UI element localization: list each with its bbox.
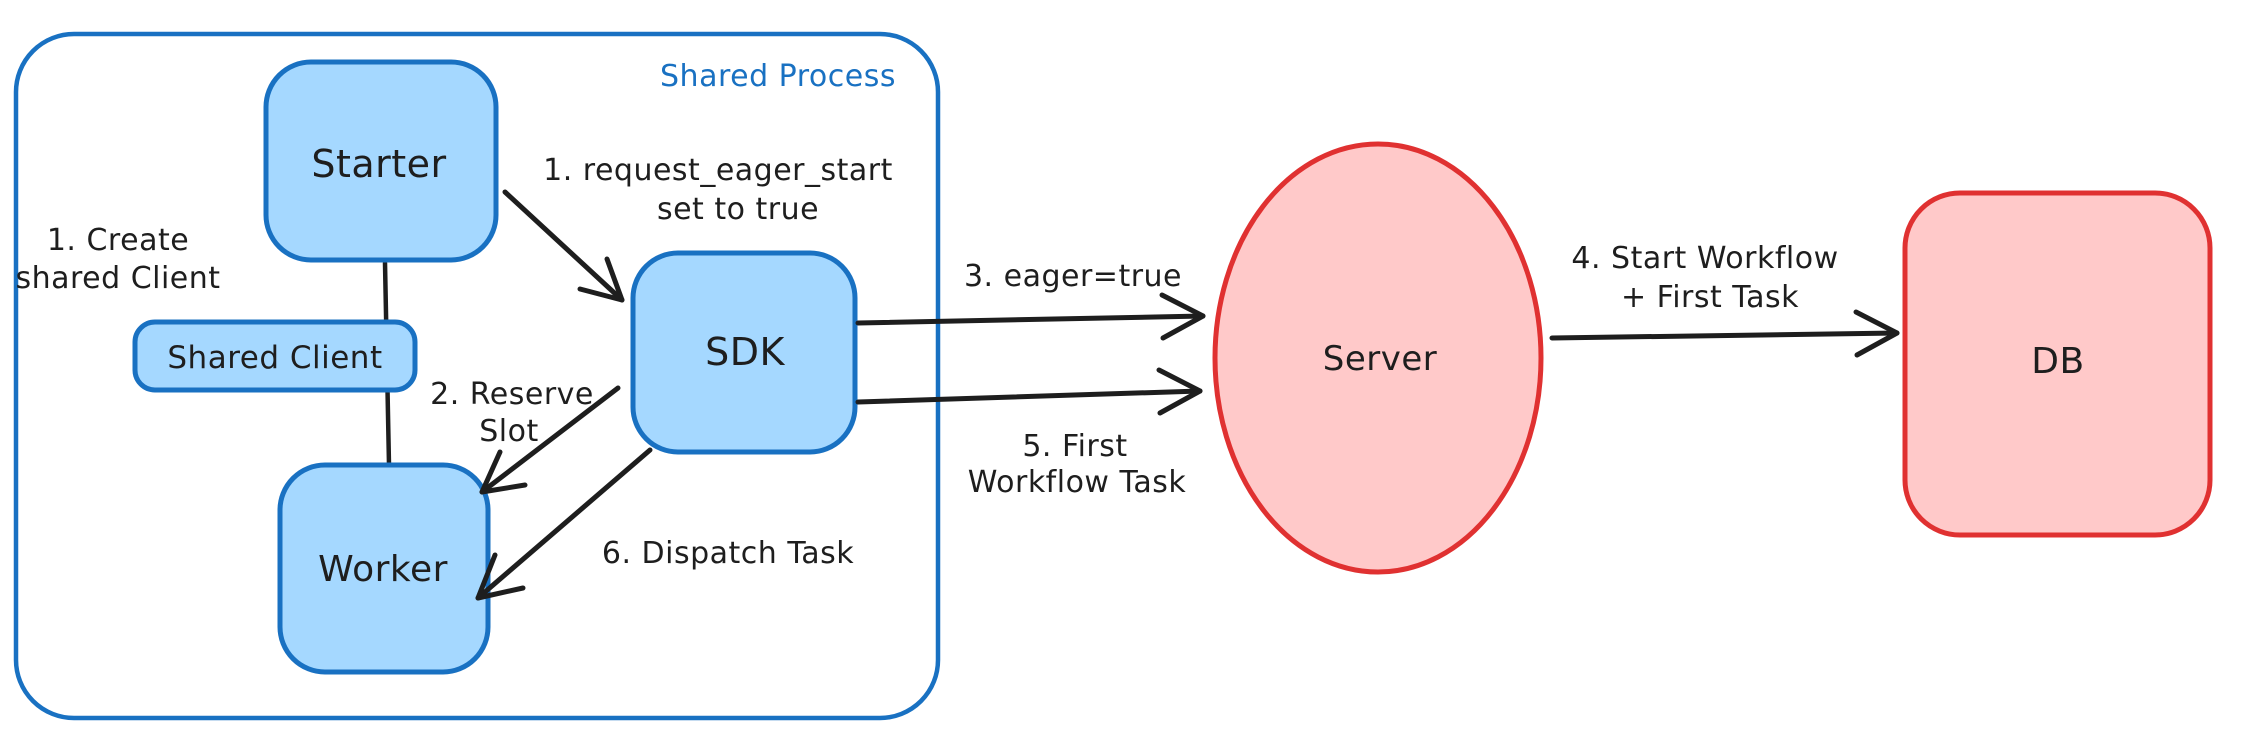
arrow-shaft xyxy=(502,189,625,303)
arrow-shaft xyxy=(855,388,1203,405)
annotation-start-workflow: 4. Start Workflow + First Task xyxy=(1571,241,1838,315)
arrow-head xyxy=(1156,367,1203,416)
arrow-head xyxy=(475,552,526,601)
annotation-eager-true: 3. eager=true xyxy=(964,259,1182,294)
starter-label: Starter xyxy=(311,142,446,186)
db-label: DB xyxy=(2031,341,2084,382)
server-label: Server xyxy=(1323,339,1438,379)
annotation-line: shared Client xyxy=(15,261,220,296)
annotation-line: 1. Create xyxy=(47,223,189,258)
arrow-shaft xyxy=(1549,330,1900,341)
arrow-server-to-db xyxy=(1549,309,1900,358)
arrow-starter-to-sdk xyxy=(502,189,625,303)
arrow-shaft xyxy=(479,385,621,495)
annotation-line: 1. request_eager_start xyxy=(543,153,893,188)
annotation-line: 3. eager=true xyxy=(964,259,1182,294)
annotation-reserve-slot: 2. Reserve Slot xyxy=(430,377,594,449)
arrow-sdk-to-server-eager xyxy=(855,292,1206,341)
annotation-line: set to true xyxy=(657,192,819,227)
sdk-label: SDK xyxy=(705,330,785,374)
arrow-sdk-to-server-first-task xyxy=(855,367,1203,416)
arrow-head xyxy=(479,449,528,495)
annotation-line: Workflow Task xyxy=(968,465,1187,500)
arrow-head xyxy=(1159,292,1206,341)
shared-client-label: Shared Client xyxy=(167,340,382,376)
annotation-line: + First Task xyxy=(1621,280,1799,315)
arrow-sdk-to-worker-reserve xyxy=(479,385,621,495)
annotation-first-workflow-task: 5. First Workflow Task xyxy=(968,429,1187,500)
annotation-line: 5. First xyxy=(1022,429,1127,464)
annotation-dispatch-task: 6. Dispatch Task xyxy=(602,536,854,571)
shared-client-node xyxy=(132,319,418,393)
db-node xyxy=(1902,190,2213,538)
annotation-line: Slot xyxy=(479,414,539,449)
annotation-line: 6. Dispatch Task xyxy=(602,536,854,571)
sdk-node xyxy=(630,250,858,455)
arrow-shaft xyxy=(475,447,653,601)
starter-node xyxy=(263,59,499,263)
shared-process-label: Shared Process xyxy=(660,59,896,94)
shared-process-frame xyxy=(13,31,941,721)
annotation-line: 4. Start Workflow xyxy=(1571,241,1838,276)
arrow-head xyxy=(577,256,625,303)
annotation-request-eager-start: 1. request_eager_start set to true xyxy=(543,153,893,227)
arrow-head xyxy=(1853,309,1900,358)
arrow-sdk-to-worker-dispatch xyxy=(475,447,653,601)
annotation-line: 2. Reserve xyxy=(430,377,594,412)
server-node xyxy=(1212,141,1544,575)
annotation-create-shared-client: 1. Create shared Client xyxy=(15,223,220,296)
arrow-shaft xyxy=(855,313,1206,326)
worker-label: Worker xyxy=(318,549,448,590)
